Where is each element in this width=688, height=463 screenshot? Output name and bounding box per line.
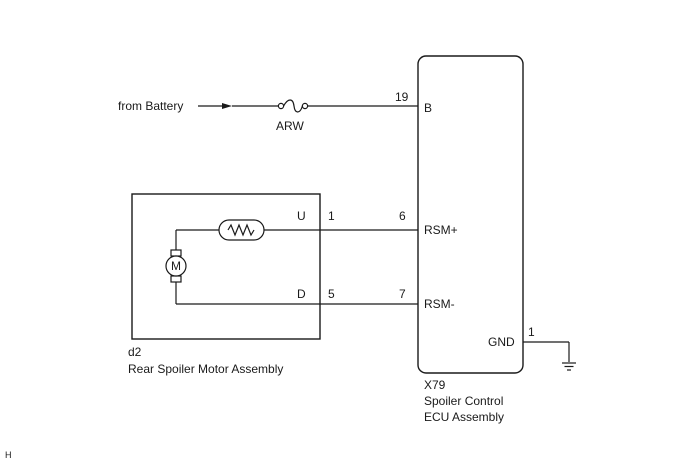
motor-assembly-name: Rear Spoiler Motor Assembly bbox=[128, 362, 283, 376]
ecu-pin-gnd-number: 1 bbox=[528, 325, 535, 339]
motor-pin-d-number: 5 bbox=[328, 287, 335, 301]
motor-pin-u-number: 1 bbox=[328, 209, 335, 223]
fuse-icon bbox=[277, 99, 309, 113]
ecu-pin-rsm-plus-number: 6 bbox=[399, 209, 406, 223]
ecu-name-line2: ECU Assembly bbox=[424, 410, 504, 424]
motor-pin-d-name: D bbox=[297, 287, 306, 301]
resistor-icon bbox=[218, 219, 265, 241]
motor-pin-u-name: U bbox=[297, 209, 306, 223]
ecu-pin-rsm-plus-name: RSM+ bbox=[424, 223, 458, 237]
ecu-name-line1: Spoiler Control bbox=[424, 394, 503, 408]
ecu-box bbox=[417, 55, 524, 374]
arrow-right-icon bbox=[222, 103, 232, 109]
ecu-pin-b-number: 19 bbox=[395, 90, 409, 104]
ground-icon bbox=[562, 362, 576, 371]
fuse-label: ARW bbox=[276, 119, 304, 133]
ecu-pin-rsm-minus-name: RSM- bbox=[424, 297, 455, 311]
corner-code: H bbox=[5, 450, 12, 460]
ecu-pin-b-name: B bbox=[424, 101, 432, 115]
ecu-connector-id: X79 bbox=[424, 378, 446, 392]
motor-assembly-connector-id: d2 bbox=[128, 345, 142, 359]
ecu-pin-rsm-minus-number: 7 bbox=[399, 287, 406, 301]
motor-assembly-box bbox=[131, 193, 321, 340]
from-battery-label: from Battery bbox=[118, 99, 183, 113]
ecu-pin-gnd-name: GND bbox=[488, 335, 515, 349]
motor-symbol-label: M bbox=[171, 259, 181, 273]
